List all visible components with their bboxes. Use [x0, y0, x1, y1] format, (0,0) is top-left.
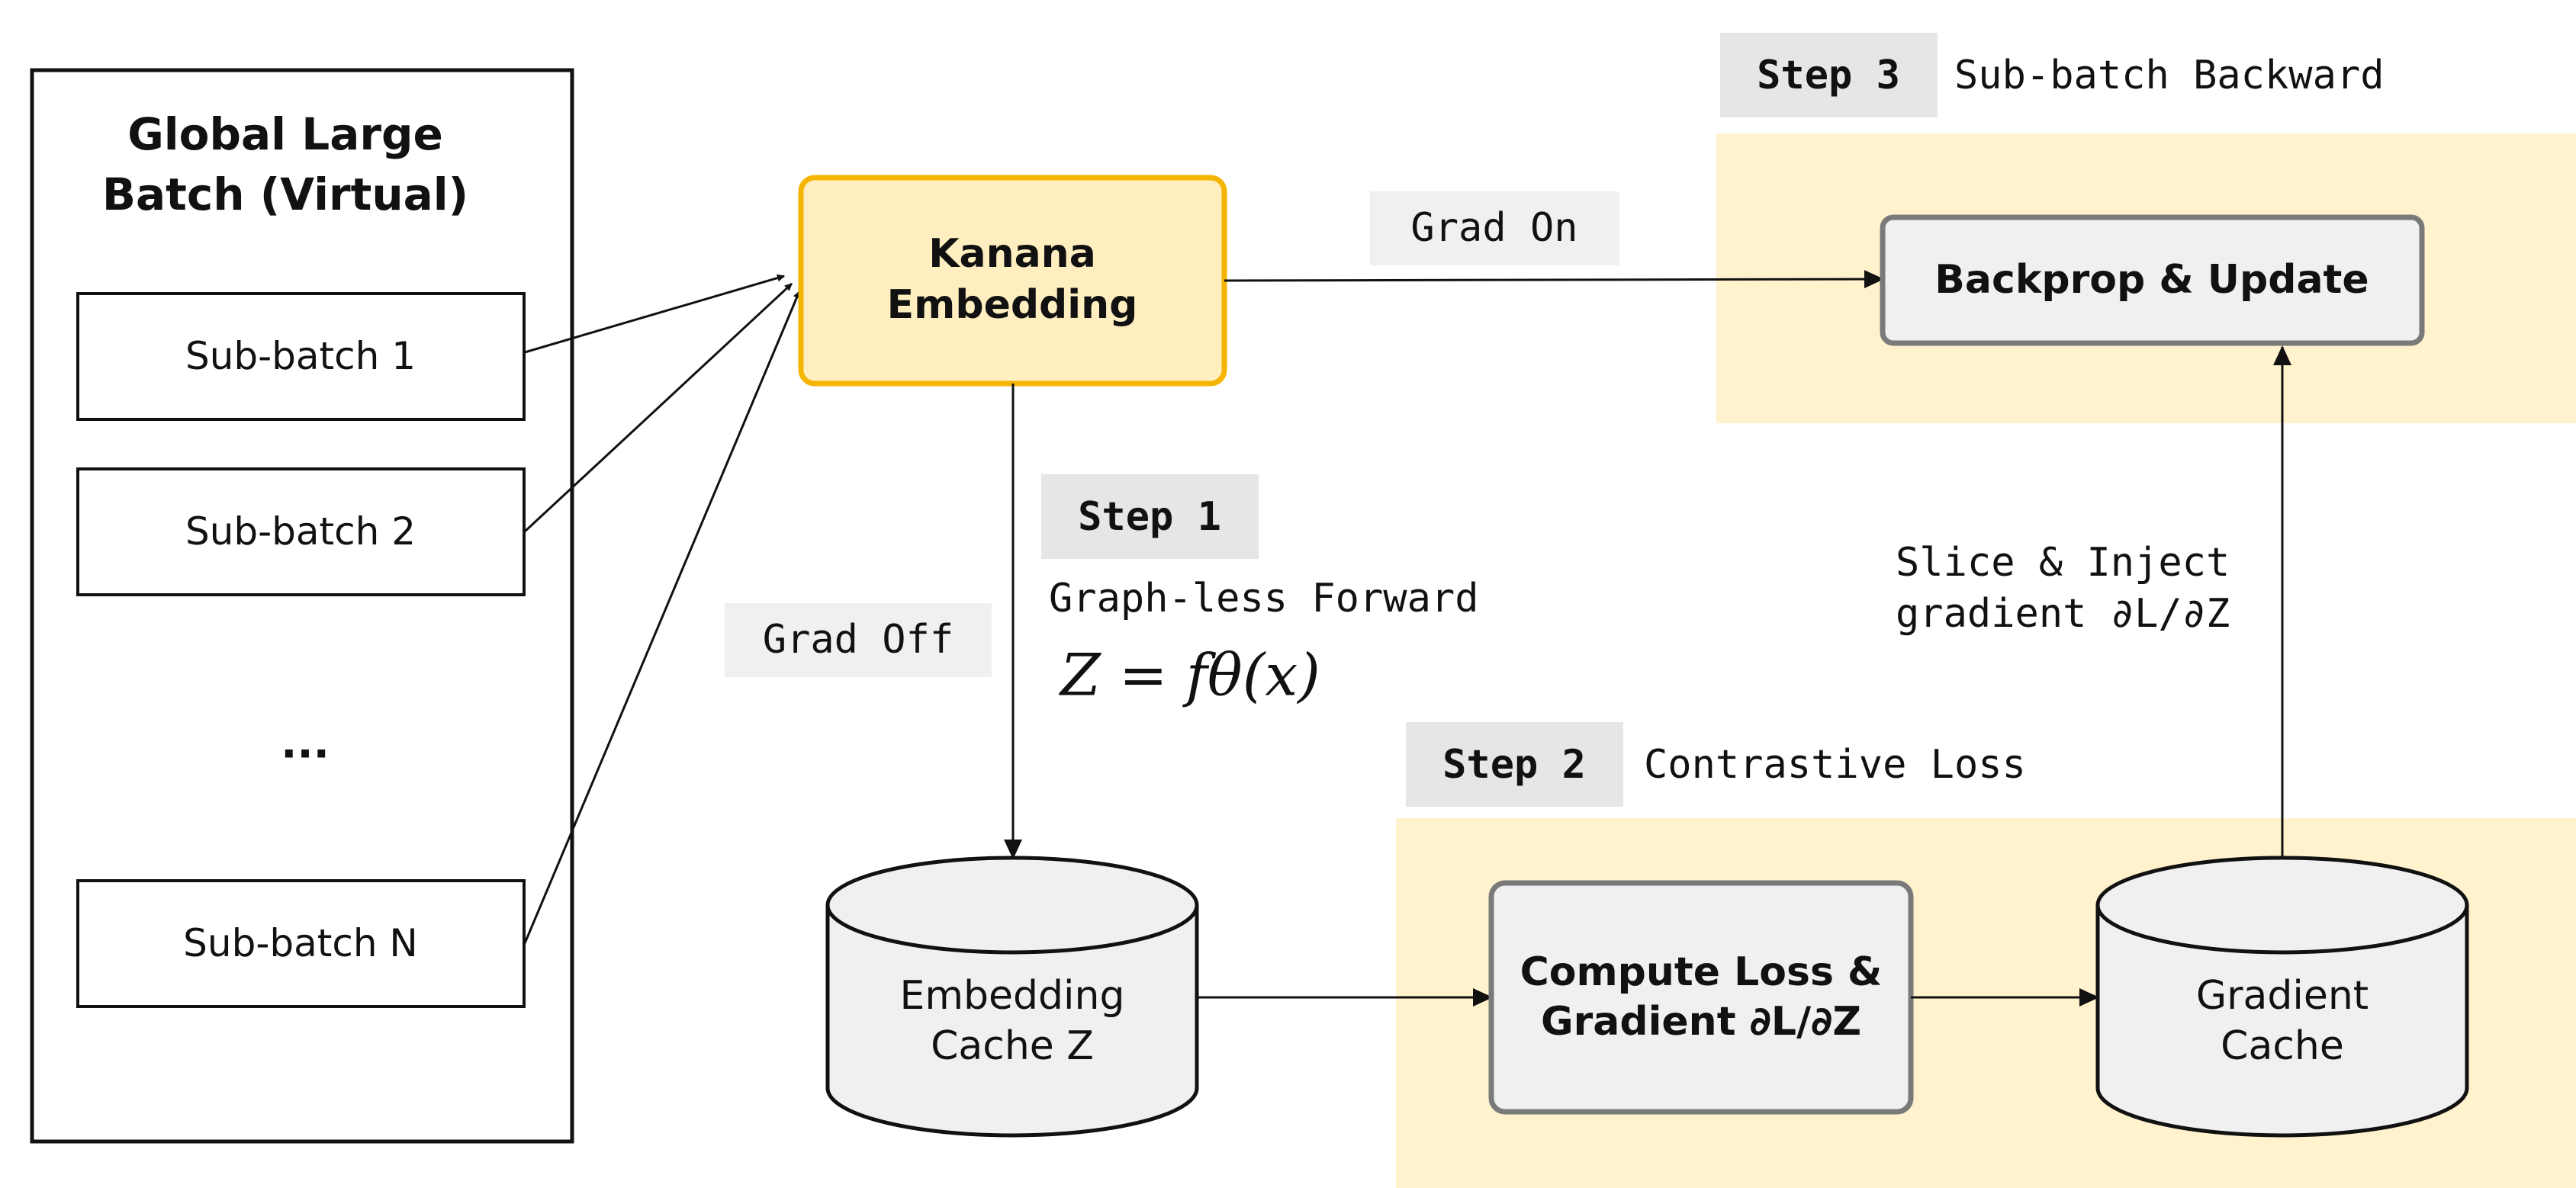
grad-off-label: Grad Off [763, 617, 954, 663]
arrow-model-to-backprop [1224, 270, 1884, 289]
sub-batch-1-box [76, 292, 526, 421]
kanana-embedding-line2: Embedding [887, 282, 1138, 328]
step3-tag-label: Step 3 [1757, 53, 1900, 98]
step2-tag-label: Step 2 [1442, 742, 1586, 788]
grad-on-label: Grad On [1410, 205, 1577, 251]
compute-loss-line1: Compute Loss & [1520, 949, 1883, 995]
embedding-cache-line2: Cache Z [931, 1023, 1094, 1069]
step1-formula: Z = fθ(x) [1059, 641, 1320, 709]
step1-tag-label: Step 1 [1078, 494, 1221, 540]
arrow-sub-batch-n-to-model [523, 291, 801, 944]
step1-tag [1041, 474, 1259, 559]
arrow-sub-batch-1-to-model [524, 274, 785, 354]
arrow-sub-batch-2-to-model [523, 282, 793, 533]
sub-batch-n-box [76, 879, 526, 1008]
gradient-cache-line1: Gradient [2196, 973, 2369, 1019]
batch-ellipsis: ... [281, 719, 330, 769]
embedding-cache-line1: Embedding [900, 973, 1125, 1019]
embedding-cache-cylinder [825, 856, 1199, 1138]
sub-batch-2-box [76, 467, 526, 596]
gradient-cache-cylinder [2095, 856, 2469, 1138]
sub-batch-2-label: Sub-batch 2 [185, 509, 416, 554]
grad-off-tag [725, 603, 992, 677]
global-batch-title-line2: Batch (Virtual) [102, 169, 468, 220]
step2-title: Contrastive Loss [1644, 742, 2026, 788]
step3-title: Sub-batch Backward [1954, 53, 2385, 98]
compute-loss-line2: Gradient ∂L/∂Z [1541, 999, 1861, 1045]
step1-title: Graph-less Forward [1049, 576, 1479, 621]
step2-tag [1406, 722, 1623, 807]
compute-loss-box [1488, 880, 1914, 1115]
backprop-update-label: Backprop & Update [1934, 257, 2369, 303]
grad-on-tag [1370, 191, 1619, 265]
kanana-embedding-box [798, 175, 1227, 387]
backprop-update-box [1880, 214, 2425, 346]
step3-tag [1720, 33, 1938, 117]
slice-inject-line2: gradient ∂L/∂Z [1896, 591, 2230, 637]
sub-batch-n-label: Sub-batch N [183, 921, 418, 965]
kanana-embedding-line1: Kanana [928, 231, 1096, 277]
global-batch-title-line1: Global Large [127, 108, 443, 160]
slice-inject-line1: Slice & Inject [1896, 540, 2230, 586]
gradient-cache-line2: Cache [2221, 1023, 2344, 1069]
sub-batch-1-label: Sub-batch 1 [185, 334, 416, 378]
